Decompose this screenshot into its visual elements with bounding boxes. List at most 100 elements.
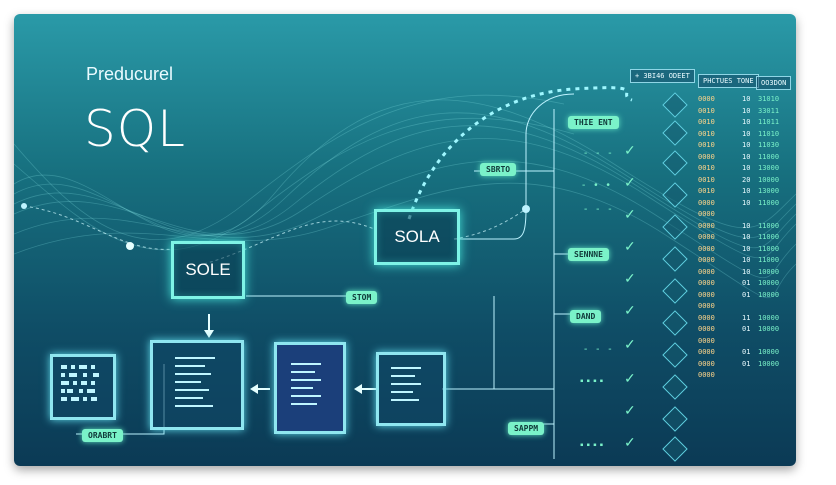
table-cell: 11000: [758, 198, 780, 207]
table-cell: 10: [742, 233, 751, 241]
sola-node[interactable]: SOLA: [374, 209, 460, 265]
table-cell: 20: [742, 175, 751, 184]
sappm-tag: SAPPM: [508, 422, 545, 435]
table-cell: 0010: [698, 175, 715, 184]
table-cell: [742, 301, 750, 313]
table-cell: 01: [742, 359, 751, 368]
sennne-tag: SENNNE: [568, 248, 609, 261]
matrix-node[interactable]: [50, 354, 116, 420]
table-cell: 33011: [758, 106, 780, 115]
table-cell: 11: [742, 313, 751, 322]
diagram-frame: Preducurel SQL SOLE SOLA STOM SBRTO THIE…: [14, 14, 796, 466]
table-cell: 0010: [698, 164, 715, 172]
table-cell: 0000: [698, 95, 715, 103]
table-cell: 0000: [698, 302, 715, 310]
table-cell: 0000: [698, 325, 715, 333]
dash-marker: - - -: [584, 204, 615, 215]
table-cell: 10: [742, 221, 751, 230]
check-icon: ✓: [624, 302, 636, 318]
table-cell: 10000: [758, 279, 780, 287]
table-cell: 10: [742, 198, 751, 207]
dand-tag: DAND: [570, 310, 602, 323]
table-cell: 0000: [698, 267, 715, 276]
table-cell: 10: [742, 141, 751, 149]
table-cell: 11000: [758, 221, 780, 230]
table-cell: 0000: [698, 359, 715, 368]
check-icon: ✓: [624, 402, 636, 418]
check-icon: ✓: [624, 370, 636, 386]
table-cell: 10000: [758, 359, 780, 368]
sole-node[interactable]: SOLE: [171, 241, 245, 299]
table-cell: 10000: [758, 175, 780, 184]
table-header-1: + 3BI46 ODEET: [630, 69, 695, 83]
table-cell: 0000: [698, 233, 715, 241]
table-cell: 11000: [758, 152, 780, 161]
table-cell: 11010: [758, 129, 780, 138]
check-icon: ✓: [624, 142, 636, 158]
table-cell: 11000: [758, 256, 780, 264]
background-waves: [14, 86, 796, 459]
table-cell: 10: [742, 106, 751, 115]
table-cell: 31010: [758, 95, 780, 103]
table-cell: 0000: [698, 210, 715, 218]
table-cell: 01: [742, 290, 751, 299]
subtitle: Preducurel: [86, 64, 174, 84]
table-cell: 11000: [758, 244, 780, 253]
check-icon: ✓: [624, 206, 636, 222]
table-cell: [758, 301, 779, 313]
check-icon: ✓: [624, 434, 636, 450]
table-cell: 0010: [698, 141, 715, 149]
stom-tag: STOM: [346, 291, 378, 304]
check-icon: ✓: [624, 270, 636, 286]
table-cell: 01: [742, 325, 751, 333]
square-marker: ▪▪▪▪: [580, 440, 607, 451]
table-cell: [742, 336, 750, 348]
table-cell: 0010: [698, 187, 715, 195]
table-cell: 13000: [758, 187, 780, 195]
table-cell: 0000: [698, 244, 715, 253]
document-node-main[interactable]: [150, 340, 244, 430]
table-cell: [758, 370, 779, 382]
table-cell: 10000: [758, 348, 780, 356]
grid-icon: [61, 365, 99, 401]
table-cell: 10: [742, 95, 751, 103]
table-cell: [758, 209, 779, 221]
dash-marker: - - -: [584, 148, 615, 159]
table-cell: [742, 370, 750, 382]
table-cell: 0000: [698, 279, 715, 287]
document-node-middle[interactable]: [274, 342, 346, 434]
table-cell: 10: [742, 187, 751, 195]
table-cell: 10000: [758, 290, 780, 299]
orabrt-tag: ORABRT: [82, 429, 123, 442]
table-cell: 11000: [758, 233, 780, 241]
table-cell: 0000: [698, 348, 715, 356]
table-cell: 0000: [698, 221, 715, 230]
table-cell: 0000: [698, 336, 715, 345]
table-cell: 11011: [758, 118, 780, 126]
sbrto-tag: SBRTO: [480, 163, 517, 176]
table-cell: 0000: [698, 152, 715, 161]
check-icon: ✓: [624, 174, 636, 190]
thie-ent-tag: THIE ENT: [568, 116, 619, 129]
table-cell: 0010: [698, 106, 715, 115]
table-cell: 10: [742, 267, 751, 276]
table-cell: 13000: [758, 164, 780, 172]
table-cell: 10: [742, 244, 751, 253]
document-node-right[interactable]: [376, 352, 446, 426]
table-cell: 10: [742, 118, 751, 126]
table-cell: 10: [742, 129, 751, 138]
dot-marker: - • •: [582, 180, 613, 191]
table-cell: [742, 209, 750, 221]
table-cell: 10: [742, 256, 751, 264]
table-cell: 10: [742, 152, 751, 161]
table-cell: 0000: [698, 313, 715, 322]
table-cell: [758, 336, 779, 348]
page-title: SQL: [84, 100, 186, 158]
table-cell: 0000: [698, 290, 715, 299]
table-cell: 0010: [698, 129, 715, 138]
table-cell: 10000: [758, 313, 780, 322]
check-icon: ✓: [624, 336, 636, 352]
